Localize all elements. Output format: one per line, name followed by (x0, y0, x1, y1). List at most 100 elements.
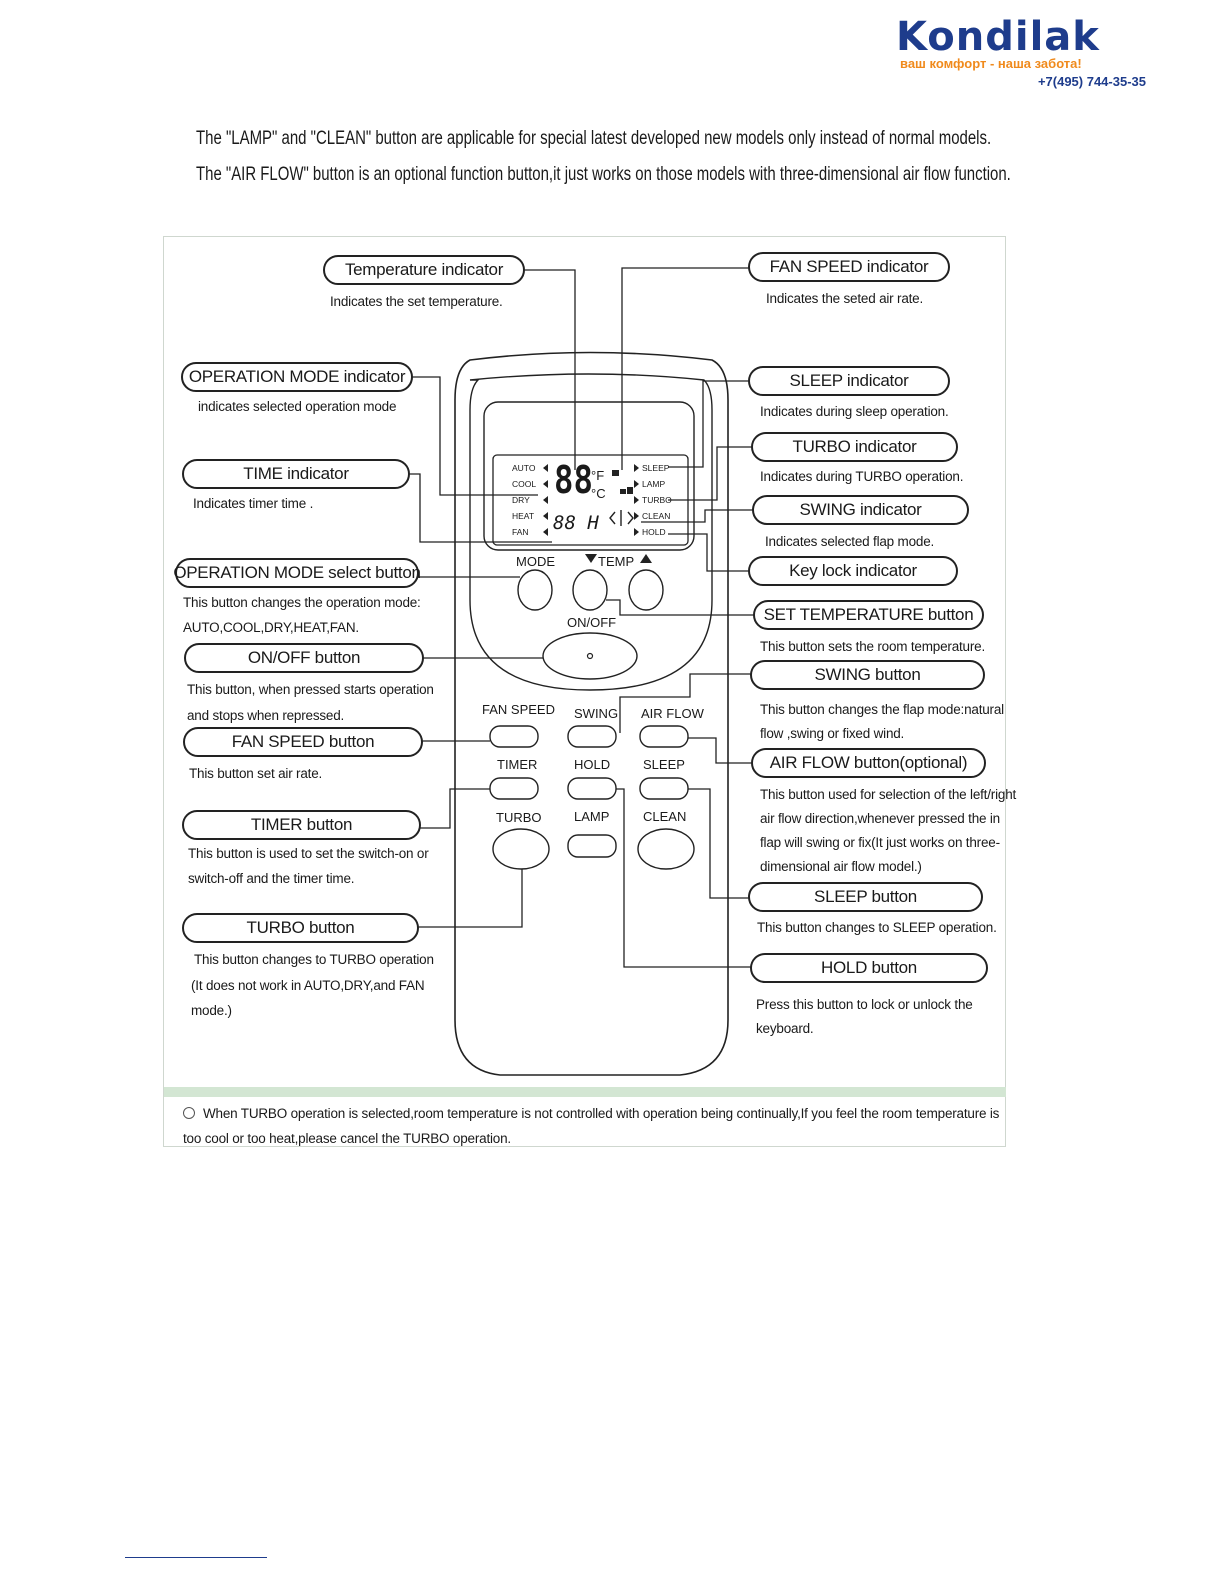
desc-turbo-button-3: mode.) (191, 1003, 232, 1018)
mode-button-shape (517, 569, 553, 611)
callout-turbo-indicator: TURBO indicator (751, 432, 958, 462)
desc-air-flow-button-3: flap will swing or fix(It just works on … (760, 835, 1000, 850)
callout-air-flow-button: AIR FLOW button(optional) (751, 748, 986, 778)
intro-line-2: The "AIR FLOW" button is an optional fun… (196, 164, 1011, 185)
label-lamp: LAMP (574, 809, 610, 824)
temp-up-arrow (640, 554, 652, 563)
desc-operation-mode-button-1: This button changes the operation mode: (183, 595, 421, 610)
footer-rule (125, 1557, 267, 1558)
turbo-note: When TURBO operation is selected,room te… (183, 1101, 1001, 1151)
desc-fan-speed-button: This button set air rate. (189, 766, 323, 781)
desc-air-flow-button-2: air flow direction,whenever pressed the … (760, 811, 1000, 826)
desc-air-flow-button-1: This button used for selection of the le… (760, 787, 1017, 802)
bullet-circle-icon (183, 1107, 195, 1119)
lcd-fan-speed-bars (612, 470, 633, 494)
timer-button-shape (489, 777, 539, 800)
desc-swing-button-1: This button changes the flap mode:natura… (760, 702, 1004, 717)
callout-sleep-button: SLEEP button (748, 882, 983, 912)
label-clean: CLEAN (643, 809, 687, 824)
desc-time-indicator: Indicates timer time . (193, 496, 314, 511)
desc-hold-button-1: Press this button to lock or unlock the (756, 997, 973, 1012)
label-air-flow: AIR FLOW (641, 706, 704, 721)
brand-logo: Kondilak ваш комфорт - наша забота! +7(4… (896, 14, 1148, 94)
callout-operation-mode-button: OPERATION MODE select button (173, 558, 421, 588)
sleep-button-shape (639, 777, 689, 800)
temp-down-arrow (585, 554, 597, 563)
lcd-swing-icon (609, 510, 634, 526)
lcd-mode-dry: DRY (512, 495, 530, 505)
lcd-label-hold: HOLD (642, 527, 666, 537)
desc-swing-indicator: Indicates selected flap mode. (765, 534, 935, 549)
label-swing: SWING (574, 706, 619, 721)
label-sleep: SLEEP (643, 757, 685, 772)
callout-key-lock-indicator: Key lock indicator (748, 556, 958, 586)
callout-temperature-indicator: Temperature indicator (323, 255, 525, 285)
logo-tagline: ваш комфорт - наша забота! (900, 56, 1082, 71)
label-onoff: ON/OFF (567, 615, 617, 630)
callout-hold-button: HOLD button (750, 953, 988, 983)
desc-onoff-button-2: and stops when repressed. (187, 708, 345, 723)
desc-sleep-indicator: Indicates during sleep operation. (760, 404, 949, 419)
label-fan-speed: FAN SPEED (482, 702, 555, 717)
callout-turbo-button: TURBO button (182, 913, 419, 943)
temp-up-button-shape (628, 569, 664, 611)
desc-turbo-button-2: (It does not work in AUTO,DRY,and FAN (191, 978, 425, 993)
desc-fan-speed-indicator: Indicates the seted air rate. (766, 291, 924, 306)
callout-sleep-indicator: SLEEP indicator (748, 366, 950, 396)
lcd-mode-arrows (543, 464, 639, 536)
desc-operation-mode-indicator: indicates selected operation mode (198, 399, 397, 414)
lamp-button-shape (567, 834, 617, 858)
label-hold: HOLD (574, 757, 611, 772)
label-timer: TIMER (497, 757, 538, 772)
leader-lines (409, 267, 754, 968)
desc-swing-button-2: flow ,swing or fixed wind. (760, 726, 905, 741)
callout-swing-indicator: SWING indicator (752, 495, 969, 525)
intro-line-1: The "LAMP" and "CLEAN" button are applic… (196, 128, 992, 149)
callout-set-temperature-button: SET TEMPERATURE button (753, 600, 984, 630)
lcd-label-lamp: LAMP (642, 479, 666, 489)
desc-onoff-button-1: This button, when pressed starts operati… (187, 682, 434, 697)
callout-time-indicator: TIME indicator (182, 459, 410, 489)
remote-buttons-shapes (489, 569, 695, 870)
lcd-label-turbo: TURBO (642, 495, 672, 505)
note-band (164, 1087, 1006, 1097)
lcd-mode-cool: COOL (512, 479, 537, 489)
desc-turbo-button-1: This button changes to TURBO operation (194, 952, 434, 967)
clean-button-shape (637, 828, 695, 870)
lcd-label-sleep: SLEEP (642, 463, 670, 473)
label-turbo: TURBO (496, 810, 542, 825)
lcd-unit-f: °F (591, 468, 605, 483)
turbo-button-shape (492, 828, 550, 870)
desc-timer-button-1: This button is used to set the switch-on… (188, 846, 429, 861)
desc-set-temperature-button: This button sets the room temperature. (760, 639, 986, 654)
label-temp: TEMP (598, 554, 635, 569)
swing-button-shape (567, 725, 617, 748)
onoff-button-shape (542, 632, 638, 680)
lcd-temp-digits: 88 (554, 458, 593, 502)
desc-timer-button-2: switch-off and the timer time. (188, 871, 355, 886)
temp-down-button-shape (572, 569, 608, 611)
callout-fan-speed-button: FAN SPEED button (183, 727, 423, 757)
label-mode: MODE (516, 554, 555, 569)
desc-hold-button-2: keyboard. (756, 1021, 814, 1036)
lcd-unit-c: °C (591, 486, 606, 501)
callout-swing-button: SWING button (750, 660, 985, 690)
turbo-note-text: When TURBO operation is selected,room te… (183, 1106, 1000, 1146)
lcd-mode-auto: AUTO (512, 463, 536, 473)
desc-turbo-indicator: Indicates during TURBO operation. (760, 469, 964, 484)
lcd-timer-digits: 88 H (553, 512, 599, 534)
fanspeed-button-shape (489, 725, 539, 748)
desc-temperature-indicator: Indicates the set temperature. (330, 294, 503, 309)
hold-button-shape (567, 777, 617, 800)
lcd-label-clean: CLEAN (642, 511, 671, 521)
callout-timer-button: TIMER button (182, 810, 421, 840)
airflow-button-shape (639, 725, 689, 748)
desc-air-flow-button-4: dimensional air flow model.) (760, 859, 922, 874)
callout-onoff-button: ON/OFF button (184, 643, 424, 673)
lcd-mode-fan: FAN (512, 527, 529, 537)
callout-fan-speed-indicator: FAN SPEED indicator (748, 252, 950, 282)
desc-sleep-button: This button changes to SLEEP operation. (757, 920, 997, 935)
lcd-mode-heat: HEAT (512, 511, 535, 521)
logo-brand-name: Kondilak (896, 14, 1100, 60)
